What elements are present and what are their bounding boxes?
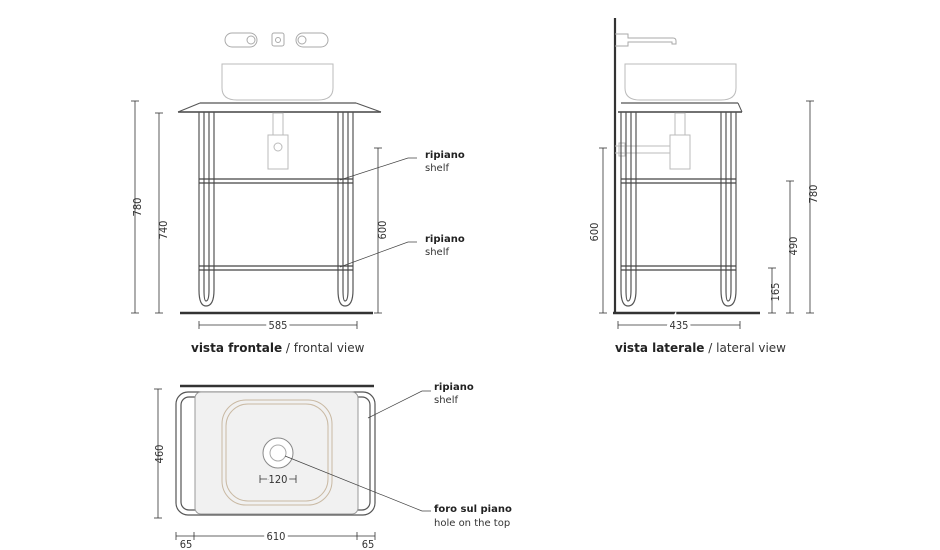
shelf bbox=[621, 178, 736, 271]
countertop bbox=[618, 102, 743, 113]
dimension-line bbox=[599, 147, 607, 314]
dimension-line bbox=[154, 388, 162, 519]
front-caption-sep: / bbox=[282, 341, 294, 355]
basin-outline bbox=[221, 399, 333, 506]
side-dim-600: 600 bbox=[588, 223, 601, 242]
side-view: 600 435 165 490 780 vis bbox=[588, 18, 820, 355]
side-dim-165: 165 bbox=[769, 283, 782, 302]
top-dim-460: 460 bbox=[153, 445, 166, 464]
side-dim-435: 435 bbox=[670, 319, 689, 332]
side-dim-780: 780 bbox=[807, 185, 820, 204]
faucet-icon bbox=[615, 33, 677, 47]
front-caption-main: vista frontale bbox=[191, 341, 282, 355]
front-caption-sub: frontal view bbox=[294, 341, 365, 355]
siphon-pipe bbox=[267, 112, 289, 170]
frame-legs bbox=[620, 112, 737, 307]
front-view: 780 740 600 585 ripiano shelf ripiano bbox=[131, 32, 465, 355]
dimension-line bbox=[198, 321, 358, 329]
basin-inner-outline bbox=[225, 403, 329, 502]
dimension-line bbox=[175, 532, 376, 540]
dimension-line bbox=[806, 100, 814, 314]
front-callout-2-sub: shelf bbox=[425, 247, 449, 258]
side-caption-sep: / bbox=[704, 341, 716, 355]
front-dim-600: 600 bbox=[376, 221, 389, 240]
dimension-line bbox=[259, 475, 297, 483]
side-dim-490: 490 bbox=[787, 237, 800, 256]
frame-legs bbox=[198, 112, 354, 307]
washbasin bbox=[624, 63, 737, 101]
top-dim-120: 120 bbox=[269, 473, 288, 486]
top-callout-shelf-main: ripiano bbox=[434, 382, 474, 393]
front-callout-2-main: ripiano bbox=[425, 234, 465, 245]
washbasin bbox=[221, 63, 334, 101]
dimension-line bbox=[768, 267, 776, 314]
shelf bbox=[199, 178, 353, 271]
top-dim-610: 610 bbox=[267, 530, 286, 543]
countertop bbox=[177, 102, 382, 113]
dimension-line bbox=[786, 180, 794, 314]
siphon-pipe bbox=[615, 112, 691, 170]
callout-leader bbox=[339, 157, 417, 268]
dimension-line bbox=[617, 321, 741, 329]
drain-hole bbox=[262, 437, 294, 469]
front-dim-780: 780 bbox=[131, 198, 144, 217]
side-caption-main: vista laterale bbox=[615, 341, 704, 355]
front-dim-740: 740 bbox=[157, 221, 170, 240]
front-dim-585: 585 bbox=[269, 319, 288, 332]
front-callout-1-main: ripiano bbox=[425, 150, 465, 161]
top-view: 120 460 65 610 65 ripiano shelf foro sul… bbox=[153, 382, 512, 550]
front-callout-1-sub: shelf bbox=[425, 163, 449, 174]
dimension-line bbox=[374, 147, 382, 314]
drain-hole-inner bbox=[269, 444, 287, 462]
top-callout-shelf-sub: shelf bbox=[434, 395, 458, 406]
top-dim-65-left: 65 bbox=[180, 538, 193, 550]
top-dim-65-right: 65 bbox=[362, 538, 375, 550]
top-callout-hole-sub: hole on the top bbox=[434, 518, 510, 529]
top-callout-hole-main: foro sul piano bbox=[434, 504, 512, 515]
dimension-line bbox=[155, 112, 163, 314]
side-caption-sub: lateral view bbox=[716, 341, 786, 355]
callout-leader bbox=[284, 390, 431, 512]
dimension-line bbox=[131, 100, 139, 314]
faucet-icon bbox=[224, 32, 329, 48]
side-view-caption: vista laterale / lateral view bbox=[615, 341, 786, 355]
front-view-caption: vista frontale / frontal view bbox=[191, 341, 365, 355]
